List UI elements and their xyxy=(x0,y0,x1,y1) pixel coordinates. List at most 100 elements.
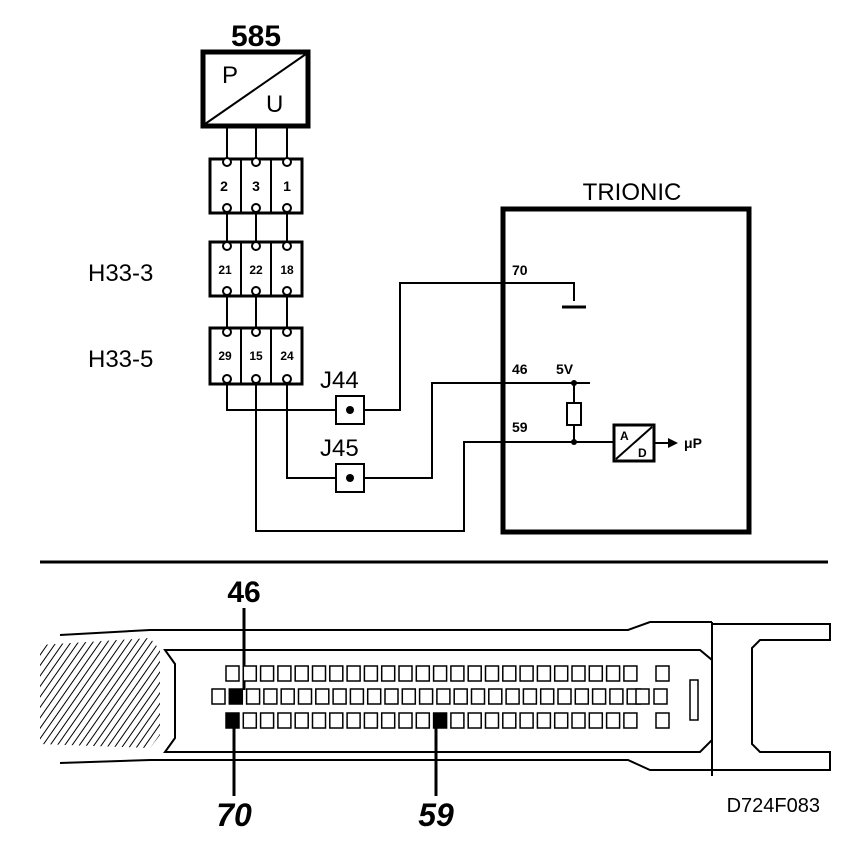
connector-pin xyxy=(536,712,552,729)
connector-pin xyxy=(522,688,538,705)
connector-pin xyxy=(277,665,292,682)
connector-label-46: 46 xyxy=(227,576,260,609)
pin-label: 1 xyxy=(283,178,291,194)
ecu-box xyxy=(500,206,752,535)
connector-pin xyxy=(242,665,258,682)
connector-pin-grid xyxy=(211,665,670,729)
connector-pin xyxy=(655,665,670,682)
sensor-letter-p: P xyxy=(222,62,238,89)
h33-5-label: H33-5 xyxy=(88,346,153,373)
connector-pin xyxy=(297,688,313,705)
connector-pin xyxy=(655,712,670,729)
connector-pin xyxy=(536,665,552,682)
connector-pin xyxy=(294,712,309,729)
ecu-connector-drawing xyxy=(40,621,831,776)
connector-pin xyxy=(591,688,607,705)
pressure-sensor-box: P U xyxy=(200,49,311,129)
connector-pin-highlighted xyxy=(432,712,448,729)
connector-pin xyxy=(329,712,344,729)
connector-pin xyxy=(349,688,365,705)
connector-pin xyxy=(502,665,517,682)
pin-label: 15 xyxy=(249,349,263,363)
pin-label: 24 xyxy=(280,349,294,363)
connector-pin xyxy=(415,665,431,682)
connector-pin xyxy=(259,665,275,682)
connector-pin xyxy=(484,712,500,729)
connector-pin xyxy=(453,688,468,705)
supply-voltage: 5V xyxy=(556,361,574,377)
connector-pin xyxy=(311,665,327,682)
connector-pin xyxy=(571,712,586,729)
connector-pin xyxy=(605,712,621,729)
connector-pin xyxy=(505,688,520,705)
sensor-id: 585 xyxy=(231,20,281,53)
connector-pin xyxy=(263,688,278,705)
connector-pin xyxy=(605,665,621,682)
connector-pin xyxy=(211,688,226,705)
pin-label: 18 xyxy=(280,263,294,277)
connector-pin xyxy=(519,712,534,729)
connector-pin xyxy=(415,712,431,729)
microprocessor-label: μP xyxy=(684,435,702,451)
connector-pin xyxy=(398,712,413,729)
connector-pin xyxy=(488,688,503,705)
pin-label: 3 xyxy=(252,178,260,194)
connector-pin xyxy=(225,665,240,682)
connector-pin xyxy=(467,665,482,682)
connector-pin xyxy=(380,712,396,729)
j45-junction xyxy=(335,463,365,493)
j44-label: J44 xyxy=(320,367,359,394)
connector-pin xyxy=(571,665,586,682)
connector-pin-highlighted xyxy=(228,688,244,705)
sensor-wires xyxy=(226,126,288,159)
j44-junction xyxy=(335,395,365,425)
ecu-pin-70: 70 xyxy=(512,262,528,278)
ecu-label: TRIONIC xyxy=(583,179,682,206)
h33-3-label: H33-3 xyxy=(88,260,153,287)
connector-pin xyxy=(609,688,624,705)
connector-pin xyxy=(450,665,465,682)
adc-d-letter: D xyxy=(638,446,647,460)
connector-pin xyxy=(280,688,295,705)
sensor-connector: 2 3 1 xyxy=(208,157,304,215)
connector-pin xyxy=(294,665,309,682)
h33-5-connector: 29 15 24 xyxy=(208,326,304,386)
figure-code: D724F083 xyxy=(727,795,820,817)
connector-pin xyxy=(623,665,638,682)
pin-label: 22 xyxy=(249,263,263,277)
connector-pin xyxy=(484,665,500,682)
connector-pin xyxy=(346,665,361,682)
connector-pin xyxy=(363,665,379,682)
connector-pin xyxy=(553,712,569,729)
connector-pin xyxy=(401,688,417,705)
ad-converter: A D xyxy=(612,423,678,463)
connector-pin xyxy=(467,712,482,729)
h33-3-connector: 21 22 18 xyxy=(208,240,304,298)
pin-label: 21 xyxy=(218,263,232,277)
connector-label-59: 59 xyxy=(418,797,454,833)
connector-pin xyxy=(277,712,292,729)
connector-pin xyxy=(635,688,650,705)
connector-pin xyxy=(588,665,604,682)
connector-pin xyxy=(539,688,555,705)
connector-pin xyxy=(311,712,327,729)
connector-wires xyxy=(226,213,288,242)
pin-label: 2 xyxy=(220,178,228,194)
connector-pin xyxy=(418,688,434,705)
ecu-pin-46: 46 xyxy=(512,361,528,377)
connector-pin xyxy=(315,688,330,705)
connector-pin xyxy=(574,688,590,705)
connector-pin xyxy=(346,712,361,729)
connector-pin xyxy=(653,688,668,705)
connector-pin xyxy=(398,665,413,682)
connector-pin xyxy=(432,665,448,682)
connector-pin xyxy=(363,712,379,729)
pin-label: 29 xyxy=(218,349,232,363)
ecu-pin-59: 59 xyxy=(512,419,528,435)
sensor-letter-u: U xyxy=(266,91,283,118)
connector-pin xyxy=(553,665,569,682)
connector-pin xyxy=(242,712,258,729)
connector-pin xyxy=(332,688,347,705)
connector-pin xyxy=(245,688,261,705)
